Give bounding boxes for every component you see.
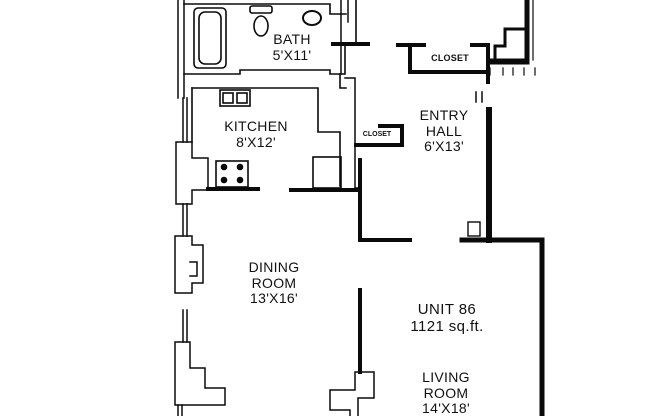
unit-label: UNIT 86 1121 sq.ft. xyxy=(410,301,484,336)
window-bay-lower xyxy=(174,341,226,406)
entry-closet-label: CLOSET xyxy=(363,131,391,139)
kitchen-name: KITCHEN xyxy=(224,118,288,134)
stove xyxy=(215,160,249,188)
kitchen-walls xyxy=(191,87,342,189)
bath-name: BATH xyxy=(273,31,311,47)
bath-sink xyxy=(302,10,322,26)
entry-closet xyxy=(354,124,404,147)
dining-room-label: DINING ROOM 13'X16' xyxy=(248,259,300,307)
window-bay-kitchen xyxy=(175,141,209,205)
upper-closet xyxy=(396,0,534,84)
left-exterior-wall xyxy=(177,0,188,416)
bath-size: 5'X11' xyxy=(272,46,312,63)
bath-label: BATH 5'X11' xyxy=(272,31,312,63)
entry-hall-label: ENTRY HALL 6'X13' xyxy=(419,107,469,155)
window-bay-dining xyxy=(174,235,204,294)
living-room-name: LIVING xyxy=(422,369,470,385)
unit-name: UNIT 86 xyxy=(417,301,477,318)
upper-closet-text: CLOSET xyxy=(431,53,469,63)
kitchen-size: 8'X12' xyxy=(236,133,276,150)
upper-closet-label: CLOSET xyxy=(431,53,469,63)
entry-hall-name: ENTRY xyxy=(419,107,469,123)
living-room-name2: ROOM xyxy=(423,384,469,401)
entry-hall-size: 6'X13' xyxy=(424,138,464,155)
entry-hall-name2: HALL xyxy=(425,122,463,139)
kitchen-sink xyxy=(219,89,251,107)
toilet xyxy=(249,5,273,37)
living-room-label: LIVING ROOM 14'X18' xyxy=(422,369,470,417)
dining-room-size: 13'X16' xyxy=(250,290,298,307)
kitchen-label: KITCHEN 8'X12' xyxy=(224,118,288,150)
bathtub xyxy=(193,7,227,69)
dining-room-name: DINING xyxy=(248,259,300,275)
dining-room-name2: ROOM xyxy=(251,274,297,291)
unit-area: 1121 sq.ft. xyxy=(410,317,484,335)
entry-closet-text: CLOSET xyxy=(362,131,392,138)
living-room-size: 14'X18' xyxy=(422,400,470,417)
bath-walls xyxy=(183,0,357,75)
refrigerator xyxy=(312,156,342,189)
